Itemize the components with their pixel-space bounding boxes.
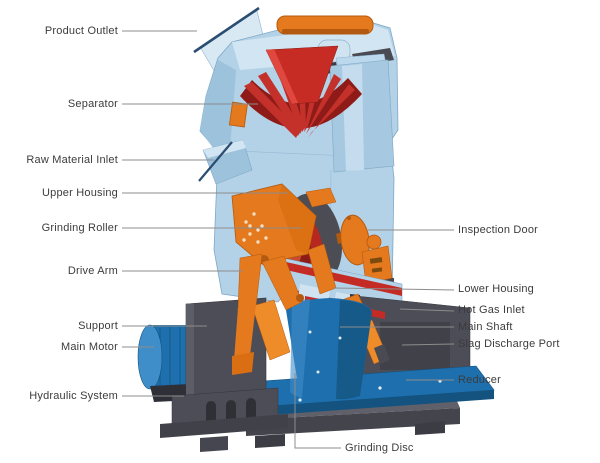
label-main-shaft: Main Shaft: [458, 321, 513, 333]
drive-arm: [231, 183, 337, 375]
label-reducer: Reducer: [458, 374, 501, 386]
raw-material-inlet-chute: [198, 139, 253, 185]
label-grinding-roller: Grinding Roller: [41, 222, 118, 234]
top-flange-bar: [276, 15, 374, 35]
label-hydraulic-system: Hydraulic System: [29, 390, 118, 402]
label-lower-housing: Lower Housing: [458, 283, 534, 295]
inspection-door: [336, 214, 393, 285]
side-window: [228, 101, 248, 128]
separator-rotor: [240, 45, 362, 138]
label-grinding-disc: Grinding Disc: [345, 442, 414, 454]
label-product-outlet: Product Outlet: [44, 25, 118, 37]
label-inspection-door: Inspection Door: [458, 224, 539, 236]
label-upper-housing: Upper Housing: [42, 187, 118, 199]
label-support: Support: [78, 320, 118, 332]
label-hot-gas-inlet: Hot Gas Inlet: [458, 304, 525, 316]
leader-lines: [122, 30, 455, 449]
label-main-motor: Main Motor: [60, 341, 118, 353]
label-drive-arm: Drive Arm: [67, 265, 118, 277]
label-slag-discharge-port: Slag Discharge Port: [458, 338, 560, 350]
label-raw-material-inlet: Raw Material Inlet: [26, 154, 118, 166]
reducer-cone: [286, 298, 372, 401]
label-separator: Separator: [67, 98, 118, 110]
